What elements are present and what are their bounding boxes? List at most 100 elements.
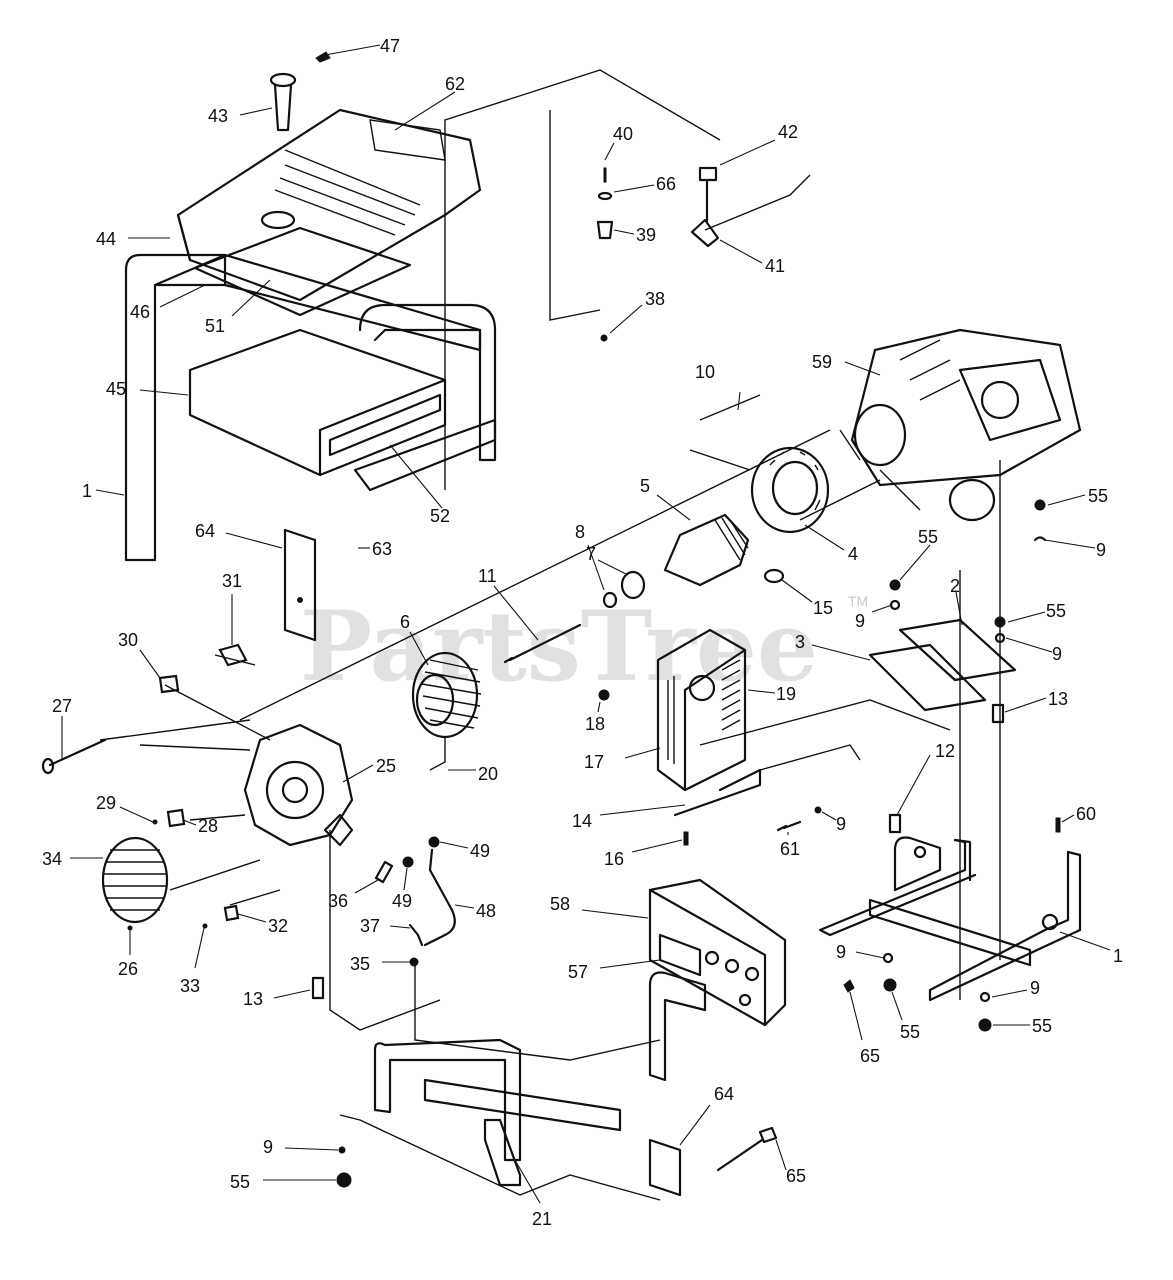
callout-55-f: 55 (230, 1172, 250, 1192)
mount-12 (888, 813, 902, 834)
nut-55-e (978, 1018, 992, 1032)
callout-11: 11 (478, 566, 497, 586)
control-panel (648, 878, 787, 1027)
callout-12: 12 (935, 741, 955, 761)
fitting-36 (374, 860, 394, 884)
callout-16: 16 (604, 849, 624, 869)
callout-19: 19 (776, 684, 796, 704)
tank-bracket (188, 328, 447, 477)
callout-38: 38 (645, 289, 665, 309)
callout-18: 18 (585, 714, 605, 734)
bracket-30 (158, 674, 180, 694)
callout-14: 14 (572, 811, 592, 831)
control-box (656, 628, 747, 792)
callout-27: 27 (52, 696, 72, 716)
callout-9-g: 9 (263, 1137, 273, 1157)
callout-35: 35 (350, 954, 370, 974)
fuel-tank (176, 108, 482, 302)
nut-55-f (336, 1172, 352, 1188)
clamp-49-a (428, 836, 440, 848)
screw-26 (127, 925, 133, 931)
mount-13-right (991, 703, 1005, 724)
washer-9-e (882, 952, 894, 964)
callout-3: 3 (795, 632, 805, 652)
callout-48: 48 (476, 901, 496, 921)
washer-66 (597, 191, 613, 201)
callout-42: 42 (778, 122, 798, 142)
callout-59: 59 (812, 352, 832, 372)
callout-39: 39 (636, 225, 656, 245)
bracket-31 (218, 643, 248, 667)
callout-17: 17 (584, 752, 604, 772)
callout-55-a: 55 (918, 527, 938, 547)
callout-31: 31 (222, 571, 242, 591)
callout-9-e: 9 (836, 942, 846, 962)
mount-13-left (311, 976, 325, 1000)
callout-55-e: 55 (1032, 1016, 1052, 1036)
bolt-27-head (41, 757, 55, 775)
rear-bearing-carrier (243, 723, 354, 847)
fuel-valve (690, 166, 811, 248)
callout-64-top: 64 (195, 521, 215, 541)
screw-38 (600, 334, 608, 342)
callout-66: 66 (656, 174, 676, 194)
callout-43: 43 (208, 106, 228, 126)
washer-9-g (338, 1146, 346, 1154)
engine-adapter (750, 446, 830, 534)
callout-55-d: 55 (900, 1022, 920, 1042)
screw-65-b (716, 1126, 778, 1172)
callout-9-b: 9 (1096, 540, 1106, 560)
screw-40 (603, 167, 607, 183)
fuel-line-48 (423, 848, 456, 947)
cradle-plate-3 (868, 643, 987, 712)
clip-32 (223, 904, 240, 922)
cradle-plate-2 (898, 618, 1017, 682)
callout-51: 51 (205, 316, 225, 336)
callout-65-mid: 65 (860, 1046, 880, 1066)
callout-45: 45 (106, 379, 126, 399)
nut-55-d (883, 978, 897, 992)
callout-40: 40 (613, 124, 633, 144)
grommet-39 (596, 220, 614, 240)
callout-46: 46 (130, 302, 150, 322)
washer-9-a (889, 599, 901, 611)
callout-29: 29 (96, 793, 116, 813)
callout-8: 8 (575, 522, 585, 542)
watermark-tm: TM (848, 593, 868, 609)
nut-55-b (1034, 499, 1046, 511)
callout-5: 5 (640, 476, 650, 496)
screw-16 (683, 831, 689, 846)
bearing-8 (602, 591, 618, 609)
callout-52: 52 (430, 506, 450, 526)
screw-33 (202, 923, 208, 929)
callout-21: 21 (532, 1209, 552, 1229)
washer-9-f (979, 991, 991, 1003)
callout-64-bottom: 64 (714, 1084, 734, 1104)
callout-9-f: 9 (1030, 978, 1040, 998)
screw-60 (1055, 817, 1061, 833)
callout-20: 20 (478, 764, 498, 784)
callout-30: 30 (118, 630, 138, 650)
washer-9-b (1033, 536, 1047, 542)
stator (411, 651, 482, 771)
callout-7: 7 (586, 544, 596, 564)
callout-6: 6 (400, 612, 410, 632)
callout-1-left: 1 (82, 481, 92, 501)
callout-25: 25 (376, 756, 396, 776)
callout-10: 10 (695, 362, 715, 382)
screw-65-a (843, 979, 855, 993)
callout-2: 2 (950, 576, 960, 596)
frame-handle-left (124, 253, 497, 562)
assembly-axis (169, 429, 831, 891)
fuel-cap-gauge (269, 72, 297, 132)
callout-32: 32 (268, 916, 288, 936)
tank-gasket (193, 226, 412, 317)
frame-right (818, 836, 1082, 1002)
callout-57: 57 (568, 962, 588, 982)
engine (850, 328, 1082, 522)
callout-62: 62 (445, 74, 465, 94)
callout-47: 47 (380, 36, 400, 56)
callout-65-bottom: 65 (786, 1166, 806, 1186)
vent-clip (315, 51, 331, 63)
